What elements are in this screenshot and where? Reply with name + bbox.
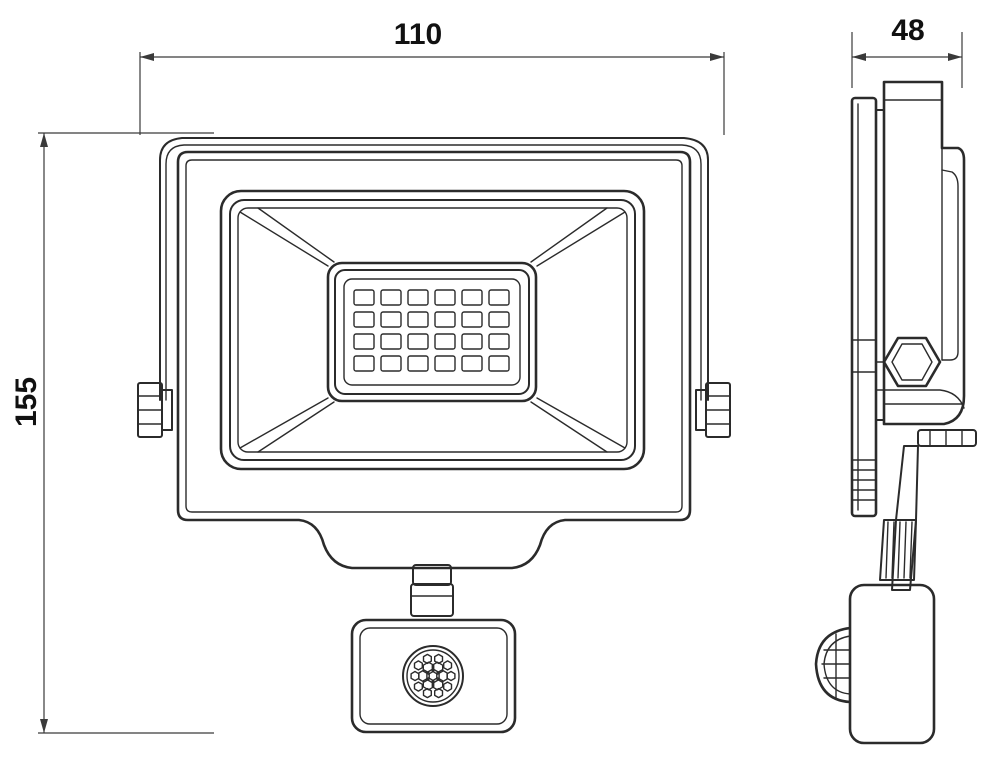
lens-facet — [422, 687, 432, 699]
led-chip — [407, 355, 429, 372]
side-view — [814, 80, 977, 745]
led-chip — [380, 355, 402, 372]
lens-facet — [413, 681, 423, 692]
led-chip — [380, 311, 402, 328]
led-chip — [407, 311, 429, 328]
motion-sensor — [350, 618, 517, 734]
led-grid — [353, 289, 510, 372]
led-chip — [353, 355, 375, 372]
lens-facet — [431, 661, 444, 675]
lens-facet — [446, 670, 456, 682]
height-dimension: 155 — [10, 132, 214, 734]
depth-dimension: 48 — [851, 14, 963, 88]
led-chip — [461, 311, 483, 328]
side-hex-bolt — [875, 336, 942, 388]
depth-label: 48 — [891, 14, 924, 47]
led-board — [326, 261, 538, 403]
left-bracket-bolt — [137, 382, 173, 438]
mounting-bracket — [159, 137, 709, 401]
side-motion-sensor — [814, 583, 936, 745]
led-chip — [353, 289, 375, 306]
width-dimension: 110 — [139, 18, 725, 135]
led-chip — [353, 333, 375, 350]
lens-facet — [443, 681, 453, 692]
lens-facet — [434, 687, 444, 699]
lens-facet — [443, 660, 453, 671]
glass-frame — [219, 189, 646, 471]
led-chip — [407, 289, 429, 306]
led-chip — [461, 289, 483, 306]
led-chip — [488, 355, 510, 372]
led-chip — [434, 289, 456, 306]
housing — [176, 150, 692, 570]
right-bracket-bolt — [695, 382, 731, 438]
pir-lens — [410, 653, 456, 699]
side-housing — [875, 80, 966, 426]
lens-facet — [434, 653, 444, 665]
led-chip — [434, 311, 456, 328]
lens-facet — [413, 660, 423, 671]
led-chip — [488, 289, 510, 306]
led-chip — [407, 333, 429, 350]
lens-facet — [410, 670, 420, 682]
reflector — [239, 207, 626, 453]
side-cable-gland — [917, 429, 977, 447]
side-bracket — [850, 96, 878, 518]
front-view — [137, 137, 731, 734]
led-chip — [434, 333, 456, 350]
side-cable — [879, 445, 919, 591]
led-chip — [461, 333, 483, 350]
led-chip — [488, 333, 510, 350]
cable-gland — [410, 564, 454, 617]
led-chip — [353, 311, 375, 328]
led-chip — [380, 333, 402, 350]
lens-facet — [422, 653, 432, 665]
led-chip — [380, 289, 402, 306]
led-chip — [461, 355, 483, 372]
led-chip — [488, 311, 510, 328]
led-chip — [434, 355, 456, 372]
height-label: 155 — [10, 377, 43, 427]
width-label: 110 — [394, 18, 442, 51]
